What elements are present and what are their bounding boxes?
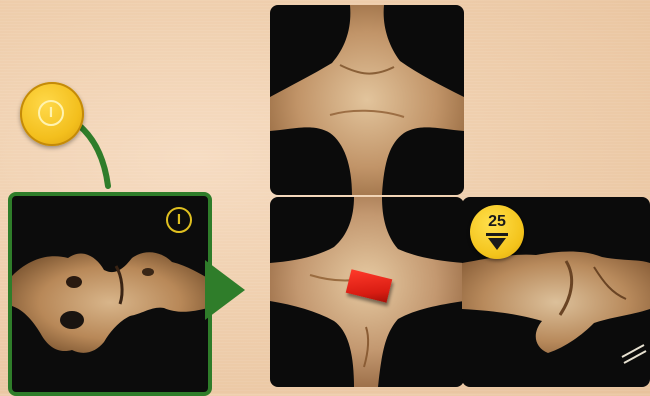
tile-top-cave-art (270, 5, 464, 195)
tile-top[interactable] (270, 5, 464, 195)
depth-badge: 25 (470, 205, 524, 259)
placement-arrow-icon[interactable] (205, 260, 245, 320)
level-token-symbol: I (38, 100, 64, 126)
depth-badge-value: 25 (470, 213, 524, 231)
selected-tile-badge: I (166, 207, 192, 233)
down-arrow-icon (486, 233, 508, 251)
level-token[interactable]: I (20, 82, 84, 146)
